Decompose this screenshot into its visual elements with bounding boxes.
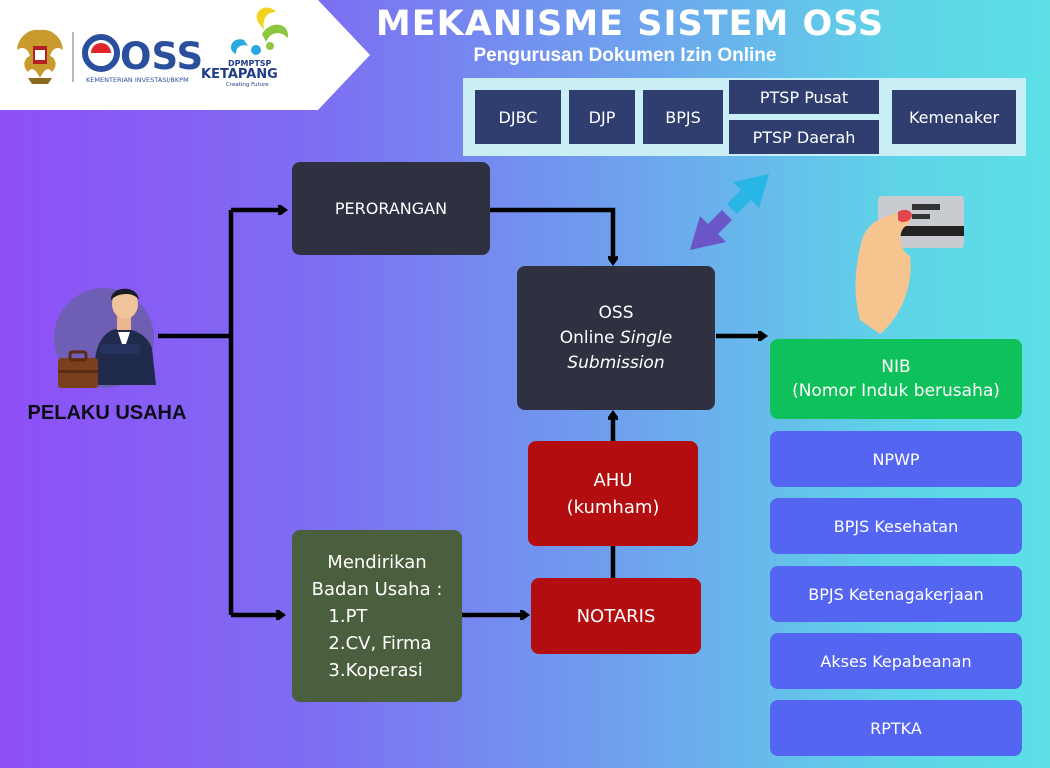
node-ahu: AHU (kumham)	[528, 441, 698, 546]
ketapang-logo: DPMPTSP KETAPANG Creating Future	[201, 7, 289, 88]
output-npwp: NPWP	[770, 431, 1022, 487]
nib-label: NIB	[881, 357, 911, 377]
node-badan-usaha: Mendirikan Badan Usaha : 1.PT 2.CV, Firm…	[292, 530, 462, 702]
agency-kemenaker: Kemenaker	[892, 90, 1016, 144]
ahu-sublabel: (kumham)	[566, 496, 660, 518]
nib-sublabel: (Nomor Induk berusaha)	[792, 381, 1000, 401]
agency-djbc: DJBC	[475, 90, 561, 144]
badan-usaha-heading-2: Badan Usaha :	[311, 578, 443, 600]
svg-text:DPMPTSP: DPMPTSP	[228, 59, 272, 68]
output-bpjs-kesehatan: BPJS Kesehatan	[770, 498, 1022, 554]
node-notaris: NOTARIS	[531, 578, 701, 654]
output-rptka: RPTKA	[770, 700, 1022, 756]
garuda-emblem-icon	[17, 29, 63, 84]
notaris-label: NOTARIS	[576, 605, 656, 627]
svg-text:KEMENTERIAN INVESTASI/BKPM: KEMENTERIAN INVESTASI/BKPM	[86, 76, 189, 84]
agency-panel: DJBC DJP BPJS PTSP Pusat PTSP Daerah Kem…	[463, 78, 1026, 156]
hand-card-icon	[855, 196, 964, 334]
page-title: MEKANISME SISTEM OSS	[375, 4, 885, 44]
badan-usaha-list: 1.PT 2.CV, Firma 3.Koperasi	[322, 603, 431, 684]
badan-usaha-heading-1: Mendirikan	[327, 551, 427, 573]
svg-text:Creating Future: Creating Future	[226, 82, 269, 88]
page-subtitle: Pengurusan Dokumen Izin Online	[473, 45, 777, 66]
agency-ptsp-daerah: PTSP Daerah	[729, 120, 879, 154]
svg-text:KETAPANG: KETAPANG	[201, 67, 278, 82]
output-akses-kepabeanan: Akses Kepabeanan	[770, 633, 1022, 689]
agency-bpjs: BPJS	[643, 90, 723, 144]
oss-label-line1: OSS	[598, 302, 634, 323]
ahu-label: AHU	[593, 469, 633, 491]
arrow-perorangan-to-oss	[490, 207, 613, 262]
agency-djp: DJP	[569, 90, 635, 144]
oss-label-line3: Submission	[567, 352, 665, 373]
node-oss: OSS Online Single Submission	[517, 266, 715, 410]
node-perorangan: PERORANGAN	[292, 162, 490, 255]
output-nib: NIB (Nomor Induk berusaha)	[770, 339, 1022, 419]
agency-ptsp-pusat: PTSP Pusat	[729, 80, 879, 114]
badan-usaha-item: 2.CV, Firma	[328, 632, 432, 654]
oss-logo: OSS KEMENTERIAN INVESTASI/BKPM	[82, 34, 203, 84]
actor-label: PELAKU USAHA	[27, 402, 187, 424]
output-bpjs-ketenagakerjaan: BPJS Ketenagakerjaan	[770, 566, 1022, 622]
badan-usaha-item: 3.Koperasi	[328, 659, 423, 681]
perorangan-label: PERORANGAN	[334, 199, 448, 218]
oss-label-line2: Online Single	[559, 327, 673, 348]
badan-usaha-item: 1.PT	[328, 605, 368, 627]
svg-text:OSS: OSS	[120, 35, 203, 78]
businessman-icon	[54, 288, 156, 388]
logo-band: OSS KEMENTERIAN INVESTASI/BKPM DPMPTSP K…	[0, 0, 370, 110]
briefcase-icon	[58, 350, 98, 388]
bidirectional-arrow-icon	[690, 174, 769, 250]
